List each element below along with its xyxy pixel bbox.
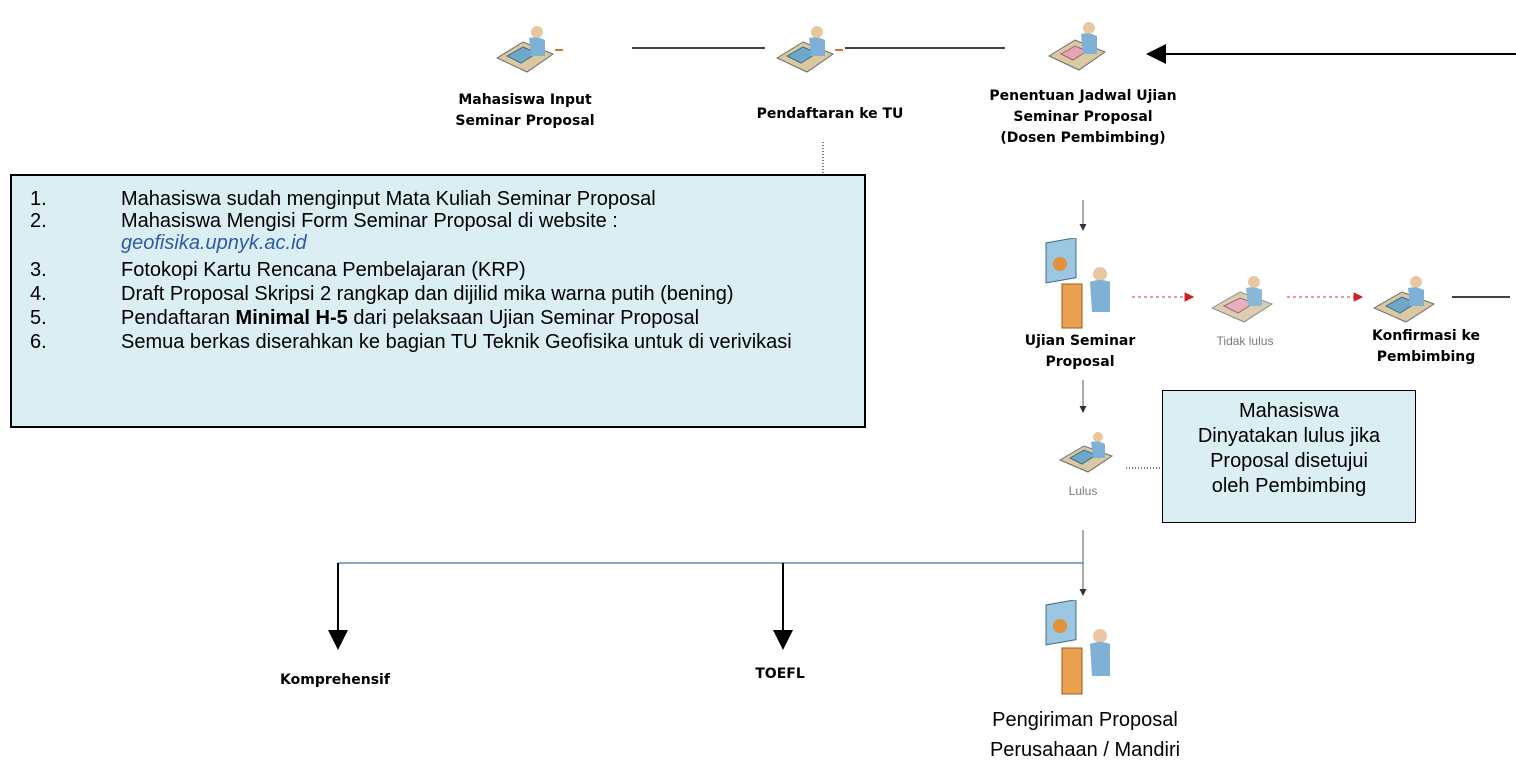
presenter-icon xyxy=(1045,600,1110,695)
person-at-desk-icon xyxy=(1047,22,1107,71)
node-toefl: TOEFL xyxy=(755,666,805,682)
node-lulus: Lulus xyxy=(1068,484,1098,498)
person-at-desk-icon xyxy=(495,26,563,73)
website-link[interactable]: geofisika.upnyk.ac.id xyxy=(121,232,307,254)
person-at-desk-icon xyxy=(1372,276,1436,323)
node-pendaftaran-tu: Pendaftaran ke TU xyxy=(756,106,904,122)
requirements-box: 1. Mahasiswa sudah menginput Mata Kuliah… xyxy=(10,174,866,428)
person-at-desk-icon xyxy=(1058,432,1114,473)
note-box: Mahasiswa Dinyatakan lulus jika Proposal… xyxy=(1162,390,1416,523)
person-at-desk-icon xyxy=(775,26,843,73)
node-tidak-lulus: Tidak lulus xyxy=(1216,334,1274,348)
person-at-desk-icon xyxy=(1210,276,1274,323)
presenter-icon xyxy=(1045,238,1110,329)
node-komprehensif: Komprehensif xyxy=(280,672,390,688)
